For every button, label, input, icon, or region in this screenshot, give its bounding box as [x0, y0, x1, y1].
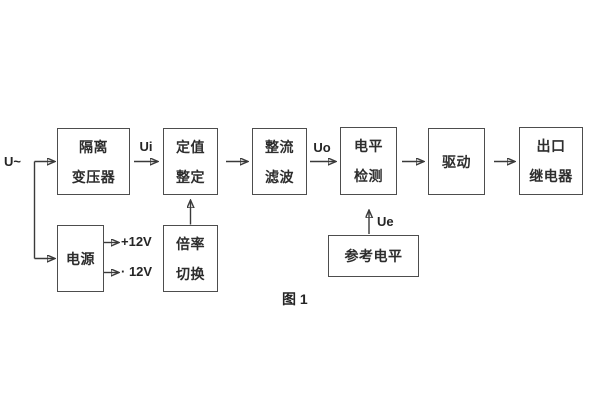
signal-label-plus-12v: +12V	[121, 234, 152, 249]
block-label-line: 继电器	[529, 168, 573, 184]
block-driver: 驱动	[428, 128, 485, 195]
block-power-supply: 电源	[57, 225, 104, 292]
block-label-line: 滤波	[265, 168, 294, 185]
signal-label-ue: Ue	[377, 214, 394, 229]
block-label-line: 电平	[354, 138, 383, 154]
block-label-line: 驱动	[442, 153, 471, 170]
block-label-line: 电源	[66, 250, 95, 267]
figure-caption: 图 1	[282, 291, 308, 307]
block-label-line: 参考电平	[344, 248, 403, 264]
signal-label-ui: Ui	[139, 139, 153, 154]
block-value-setting: 定值 整定	[163, 128, 218, 195]
block-label-line: 倍率	[176, 235, 205, 252]
block-label-line: 整流	[265, 138, 294, 155]
block-ratio-switching: 倍率 切换	[163, 225, 218, 292]
block-label-line: 定值	[176, 138, 205, 155]
block-label-line: 切换	[176, 265, 205, 282]
block-level-detection: 电平 检测	[340, 127, 397, 195]
block-label-line: 隔离	[79, 138, 108, 155]
block-label-line: 出口	[536, 138, 566, 154]
signal-label-minus-12v: · 12V	[121, 264, 153, 279]
block-label-line: 整定	[176, 168, 205, 185]
block-label-line: 检测	[354, 168, 383, 184]
block-label-line: 变压器	[71, 168, 116, 185]
signal-label-uo: Uo	[313, 140, 331, 155]
signal-label-u-input: U~	[4, 154, 21, 169]
block-output-relay: 出口 继电器	[519, 127, 583, 195]
block-reference-level: 参考电平	[328, 235, 419, 277]
block-rectifier-filter: 整流 滤波	[252, 128, 307, 195]
block-isolation-transformer: 隔离 变压器	[57, 128, 130, 195]
